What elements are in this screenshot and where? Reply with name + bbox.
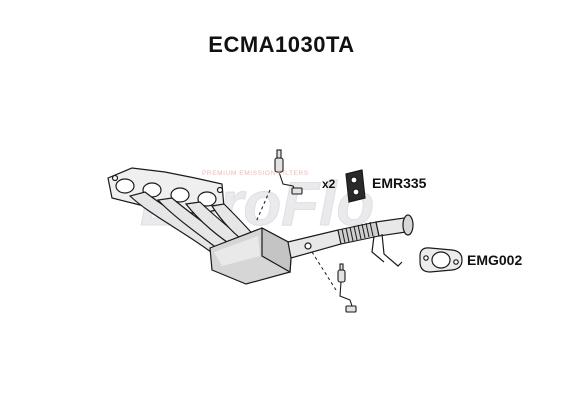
mount-rubber-code: EMR335 [372,175,427,191]
gasket-code: EMG002 [467,252,523,268]
lower-lambda-sensor [337,263,357,313]
flex-bellows [337,221,380,245]
page-title: ECMA1030TA [208,32,355,57]
hanger-brackets [371,233,403,267]
mount-rubber-quantity: x2 [322,177,336,191]
catalytic-converter [209,227,293,285]
rear-pipe [375,214,414,237]
lower-sensor-leader [311,251,337,291]
mount-rubber-icon [345,169,366,203]
watermark-tagline: PREMIUM EMISSION FILTERS [202,170,309,177]
gasket-icon [419,247,463,273]
upper-lambda-sensor [274,149,303,195]
